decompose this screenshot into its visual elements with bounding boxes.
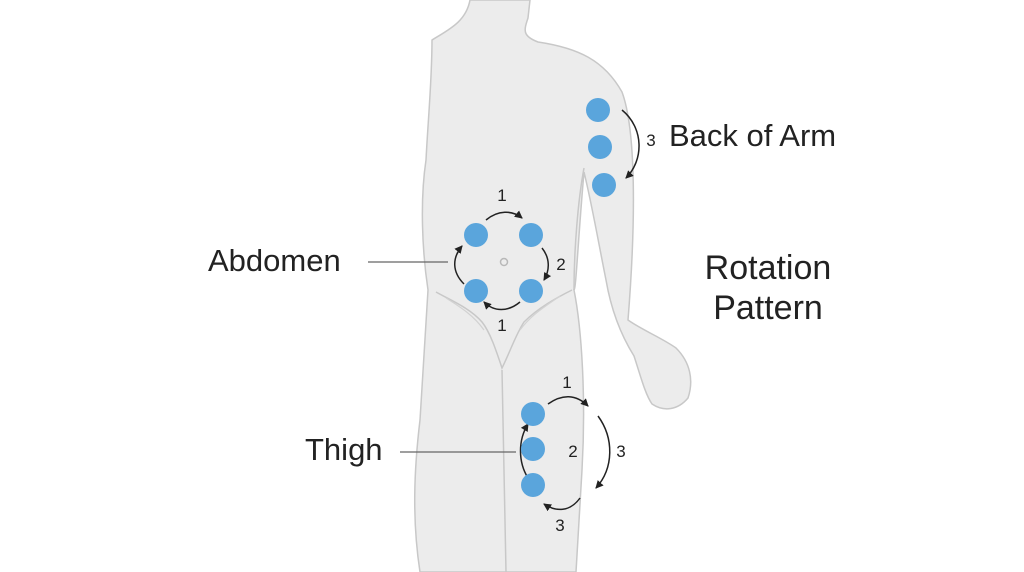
abdomen-arrow-top [485,210,523,221]
title-line-2: Pattern [713,289,823,327]
abdomen-site [464,223,488,247]
abdomen-arrow-bottom [483,301,521,311]
abdomen-site [464,279,488,303]
abdomen-arrow-left [454,245,465,285]
arm-rotation-arrow [621,109,640,179]
title-line-1: Rotation [704,249,832,287]
diagram-title: Rotation Pattern [684,248,852,328]
thigh-step-number-top: 1 [562,373,572,392]
thigh-step-number-middle: 2 [568,442,578,461]
abdomen-label: Abdomen [208,243,341,278]
armpit-line [573,167,585,291]
thigh-step-number-bottom: 3 [555,516,565,535]
thigh-arrow-middle [519,423,529,479]
abdomen-step-number-bottom: 1 [497,316,507,335]
pelvis-line [435,289,573,370]
arm-site [592,173,616,197]
body-silhouette [413,0,692,572]
abdomen-site [519,279,543,303]
thigh-site [521,473,545,497]
arm-sites [586,98,616,197]
back-of-arm-label: Back of Arm [669,118,837,153]
thigh-site [521,437,545,461]
thigh-arrow-top [547,396,589,407]
arm-site [588,135,612,159]
thigh-label: Thigh [305,432,383,467]
thigh-step-number-right: 3 [616,442,626,461]
abdomen-arrow-right [541,247,552,281]
inner-leg-line [501,369,507,572]
thigh-arrow-bottom [543,497,581,512]
abdomen-site [519,223,543,247]
thigh-arrow-right [595,415,611,489]
pelvis-line-inner [445,295,561,331]
thigh-sites [521,402,545,497]
arm-step-number: 3 [646,131,656,150]
abdomen-step-number-top: 1 [497,186,507,205]
navel [499,257,509,267]
thigh-site [521,402,545,426]
abdomen-sites [464,223,543,303]
arm-site [586,98,610,122]
abdomen-step-number-right: 2 [556,255,566,274]
